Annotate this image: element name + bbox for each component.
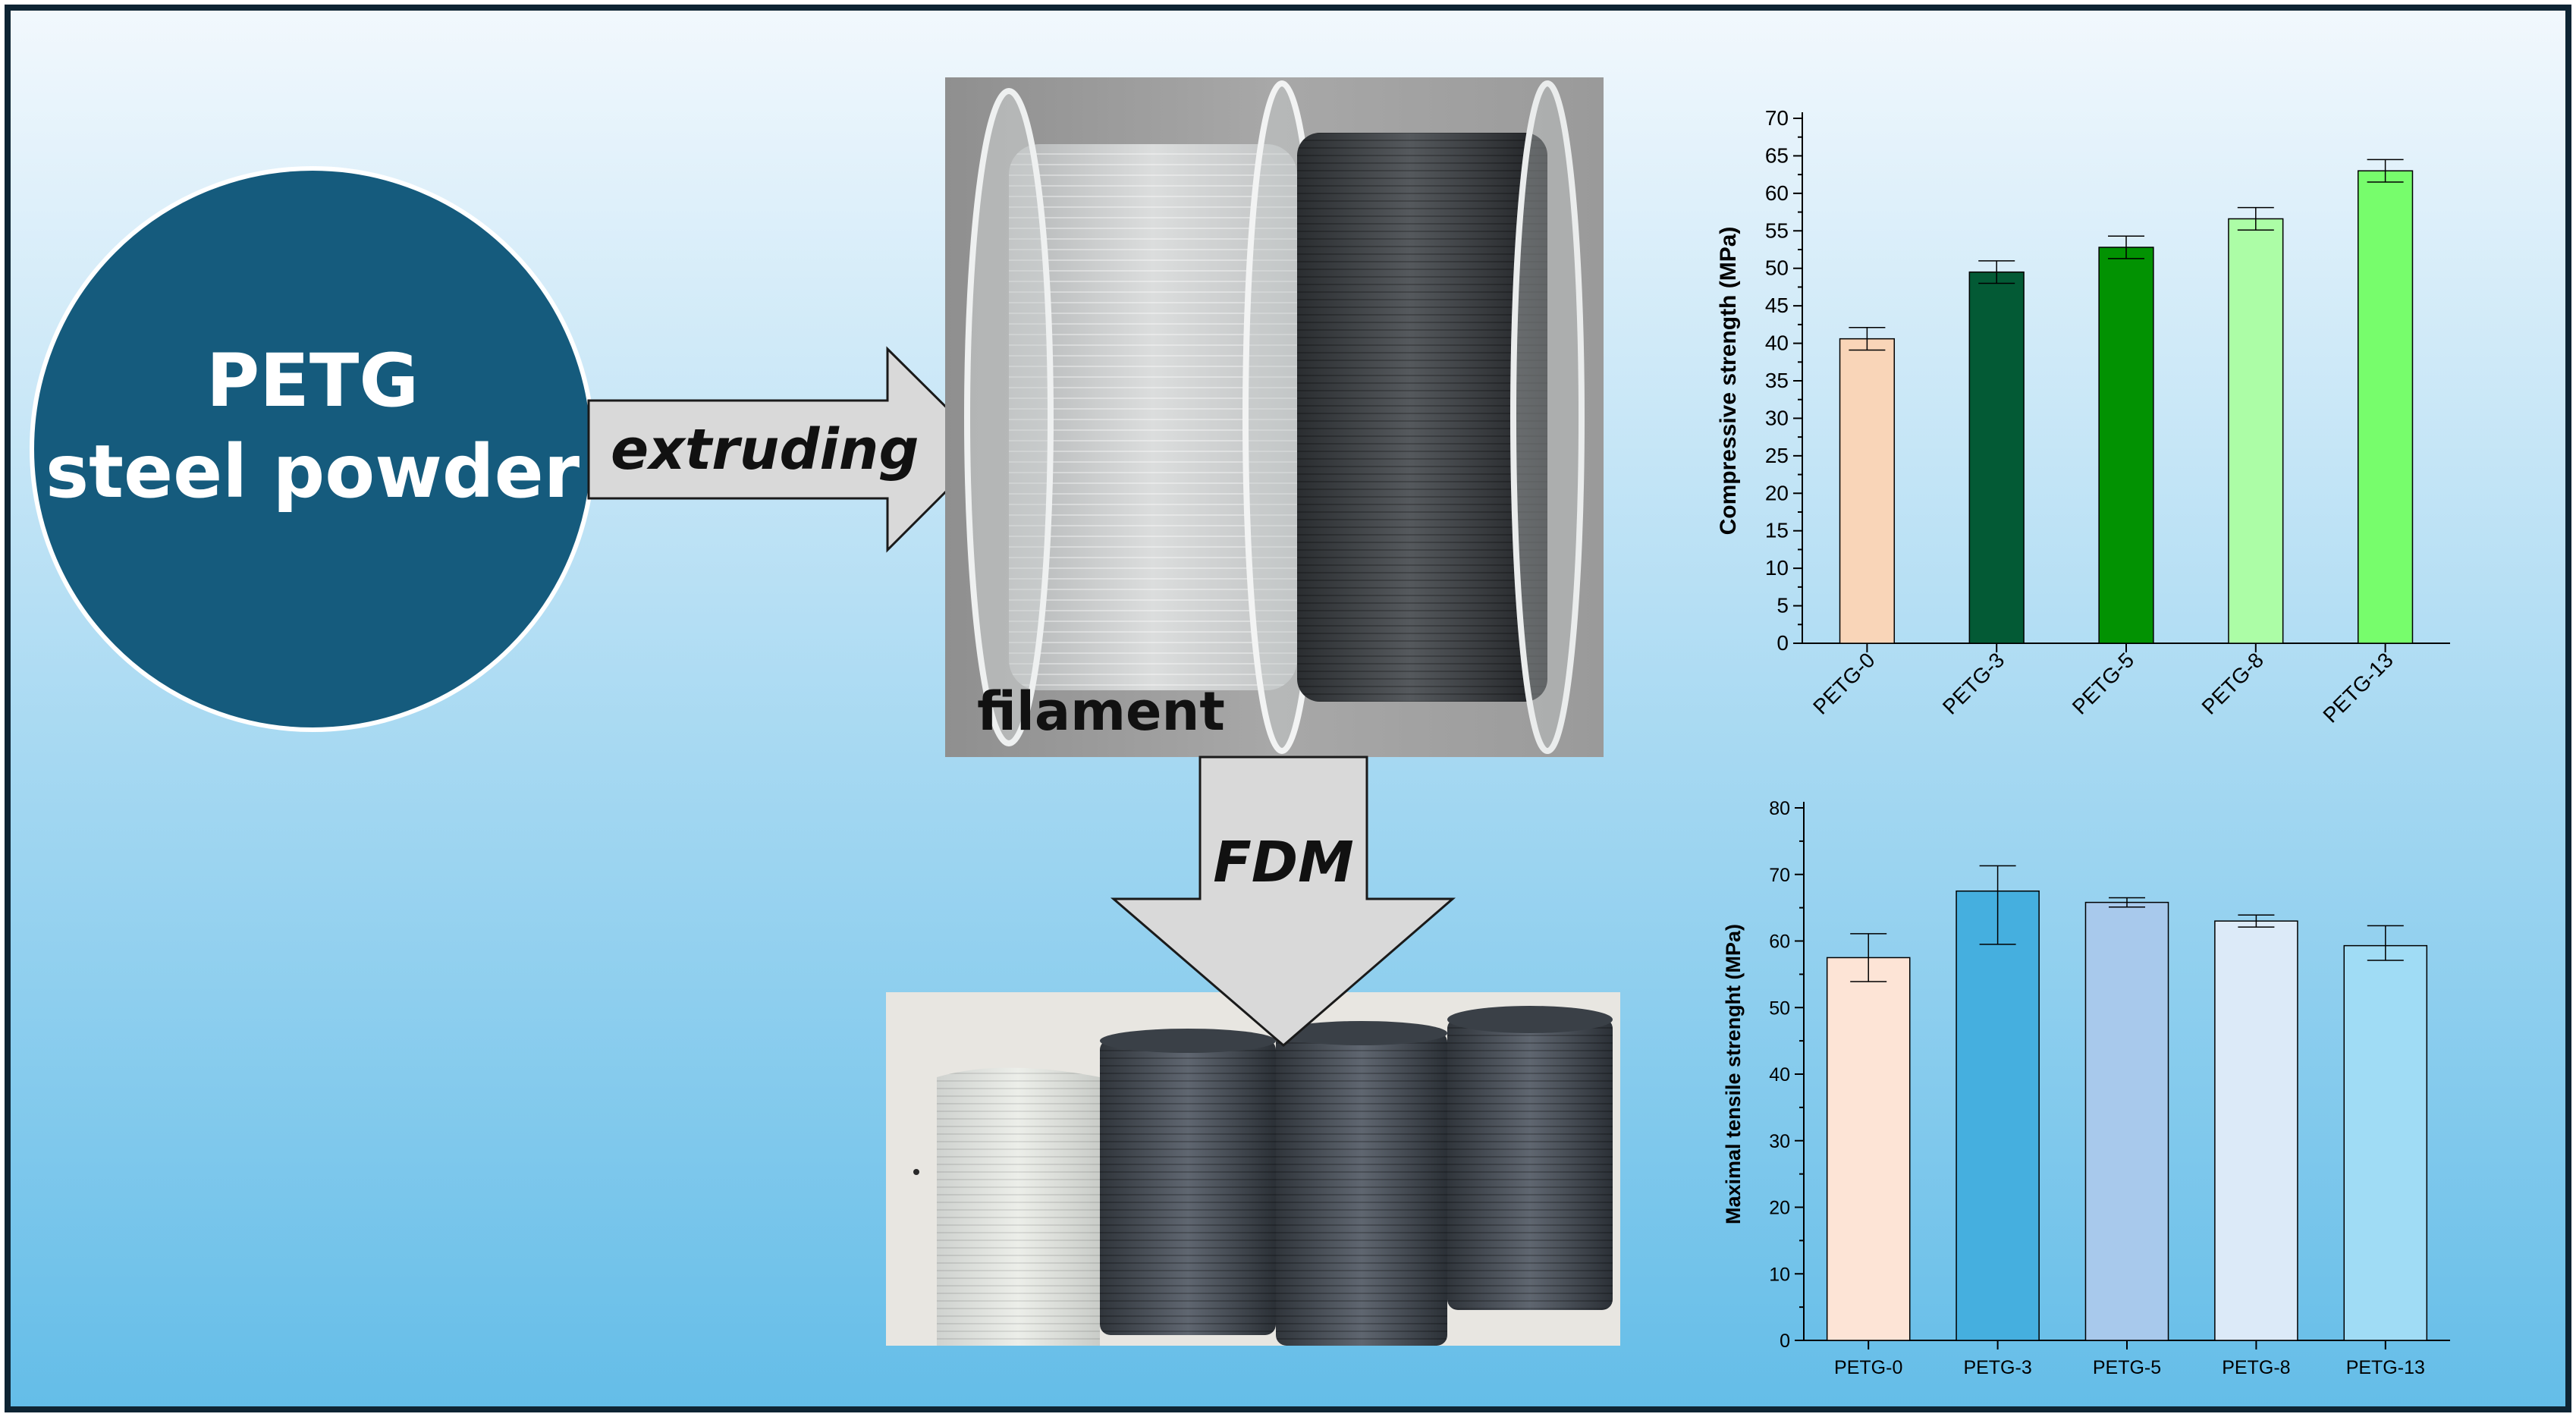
y-axis-label: Maximal tensile strenght (MPa): [1722, 924, 1745, 1224]
bar: [2228, 218, 2284, 644]
y-tick-label: 0: [1776, 631, 1789, 655]
y-tick-label: 45: [1765, 294, 1789, 317]
material-label-line2: steel powder: [46, 429, 580, 514]
y-tick-label: 50: [1765, 256, 1789, 280]
y-tick-label: 25: [1765, 444, 1789, 467]
y-tick-label: 30: [1765, 406, 1789, 429]
x-tick-label: PETG-0: [1808, 648, 1879, 718]
filament-spool-photo: filament: [945, 77, 1604, 757]
x-tick-label: PETG-5: [2093, 1357, 2161, 1378]
y-axis-label: Compressive strength (MPa): [1716, 227, 1741, 536]
bar: [2214, 920, 2298, 1341]
x-tick-label: PETG-5: [2068, 648, 2138, 718]
y-tick-label: 30: [1769, 1131, 1790, 1152]
bar: [1826, 957, 1911, 1341]
y-tick-label: 60: [1765, 181, 1789, 205]
x-tick-label: PETG-13: [2346, 1357, 2425, 1378]
bar: [1956, 890, 2040, 1341]
y-tick-label: 50: [1769, 998, 1790, 1019]
x-tick-label: PETG-13: [2318, 648, 2397, 727]
y-tick-label: 70: [1769, 865, 1790, 886]
y-tick-label: 80: [1769, 798, 1790, 819]
y-tick-label: 65: [1765, 143, 1789, 167]
y-tick-label: 60: [1769, 932, 1790, 953]
y-tick-label: 70: [1765, 106, 1789, 130]
bar: [2357, 170, 2414, 644]
extrude-label: extruding: [611, 417, 919, 482]
y-tick-label: 0: [1780, 1331, 1790, 1352]
fdm-arrow: [1110, 756, 1456, 1047]
y-tick-label: 10: [1769, 1264, 1790, 1285]
y-tick-label: 20: [1769, 1198, 1790, 1219]
y-tick-label: 40: [1769, 1064, 1790, 1086]
x-tick-label: PETG-0: [1834, 1357, 1902, 1378]
y-tick-label: 15: [1765, 519, 1789, 542]
y-tick-label: 55: [1765, 218, 1789, 242]
printed-samples-photo: [886, 992, 1620, 1346]
bar: [1968, 271, 2025, 644]
x-tick-label: PETG-3: [1938, 648, 2009, 718]
fdm-label: FDM: [1213, 830, 1354, 895]
x-tick-label: PETG-8: [2222, 1357, 2290, 1378]
y-tick-label: 10: [1765, 556, 1789, 580]
y-tick-label: 40: [1765, 331, 1789, 355]
material-label-line1: PETG: [206, 338, 419, 423]
x-tick-label: PETG-3: [1963, 1357, 2031, 1378]
bar: [2084, 901, 2169, 1341]
compressive-strength-plot: 0 5 10 15 20 25 30 35 40 45 50 55 60 65 70Compressive …: [1716, 106, 2450, 727]
filament-label: filament: [977, 680, 1225, 743]
y-tick-label: 20: [1765, 481, 1789, 504]
x-tick-label: PETG-8: [2197, 648, 2268, 718]
bar: [2343, 944, 2428, 1341]
bar: [2098, 247, 2154, 644]
y-tick-label: 35: [1765, 369, 1789, 392]
extrude-arrow: [587, 346, 991, 553]
y-tick-label: 5: [1776, 594, 1789, 617]
bar: [1839, 338, 1896, 644]
